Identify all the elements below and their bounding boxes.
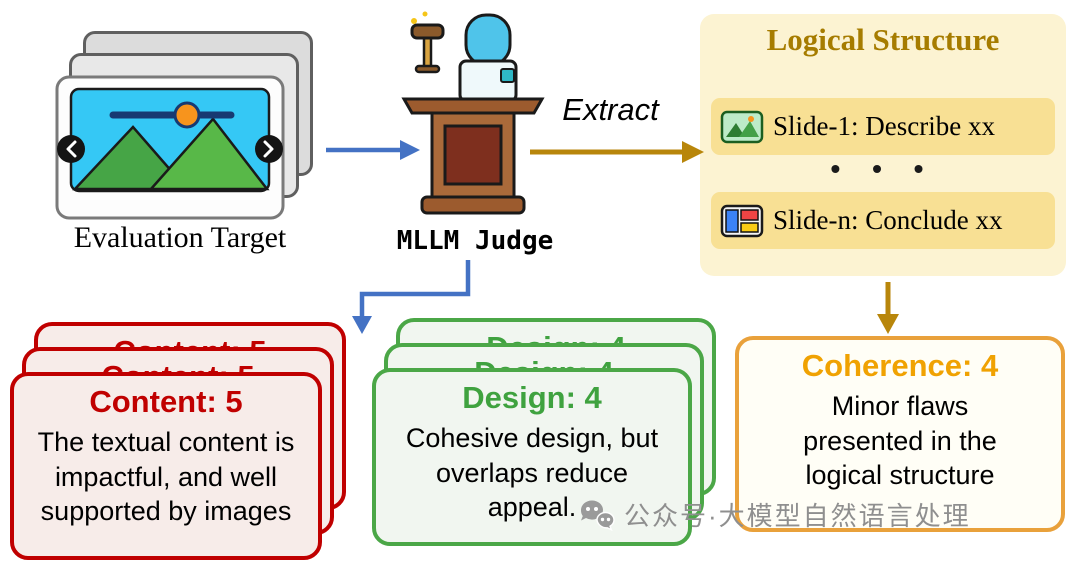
gavel-icon xyxy=(410,23,445,74)
logical-structure-panel: Logical Structure Slide-1: Describe xx •… xyxy=(700,14,1066,276)
content-card: Content: 5 The textual content is impact… xyxy=(10,372,322,560)
carousel-next-icon xyxy=(255,135,283,163)
carousel-prev-icon xyxy=(57,135,85,163)
watermark-text: 公众号·大模型自然语言处理 xyxy=(624,501,971,531)
mllm-judge-label: MLLM Judge xyxy=(396,226,554,256)
robot-judge-icon xyxy=(458,13,518,103)
design-card: Design: 4 Cohesive design, but overlaps … xyxy=(372,368,692,546)
slide-row-n-label: Slide-n: Conclude xx xyxy=(773,205,1003,235)
arrow-judge-to-structure xyxy=(530,141,704,163)
watermark: 公众号·大模型自然语言处理 xyxy=(578,496,971,533)
layout-slide-icon xyxy=(720,204,764,237)
content-score-title: Content: 5 xyxy=(89,384,243,419)
extract-label: Extract xyxy=(562,92,659,127)
slide-preview-image xyxy=(55,75,285,220)
arrow-structure-to-coherence xyxy=(877,282,899,334)
slide-row-1: Slide-1: Describe xx xyxy=(711,98,1055,155)
slide-card-front xyxy=(55,75,285,220)
coherence-score-title: Coherence: 4 xyxy=(801,348,999,383)
design-score-title: Design: 4 xyxy=(462,380,602,415)
slide-row-1-label: Slide-1: Describe xx xyxy=(773,111,995,141)
ellipsis-dots: • • • xyxy=(830,153,936,184)
logical-structure-title: Logical Structure xyxy=(766,22,1000,57)
slide-row-n: Slide-n: Conclude xx xyxy=(711,192,1055,249)
mllm-judge-illustration xyxy=(398,8,548,222)
design-score-body: Cohesive design, but overlaps reduce app… xyxy=(405,423,659,523)
landscape-slide-icon xyxy=(720,110,764,143)
wechat-icon xyxy=(580,500,615,531)
content-score-body: The textual content is impactful, and we… xyxy=(37,427,295,527)
sparkle-icon xyxy=(411,18,417,24)
coherence-card: Coherence: 4 Minor flaws presented in th… xyxy=(735,336,1065,532)
evaluation-target-label: Evaluation Target xyxy=(73,221,287,254)
podium-icon xyxy=(401,97,545,215)
coherence-score-body: Minor flaws presented in the logical str… xyxy=(803,391,997,491)
